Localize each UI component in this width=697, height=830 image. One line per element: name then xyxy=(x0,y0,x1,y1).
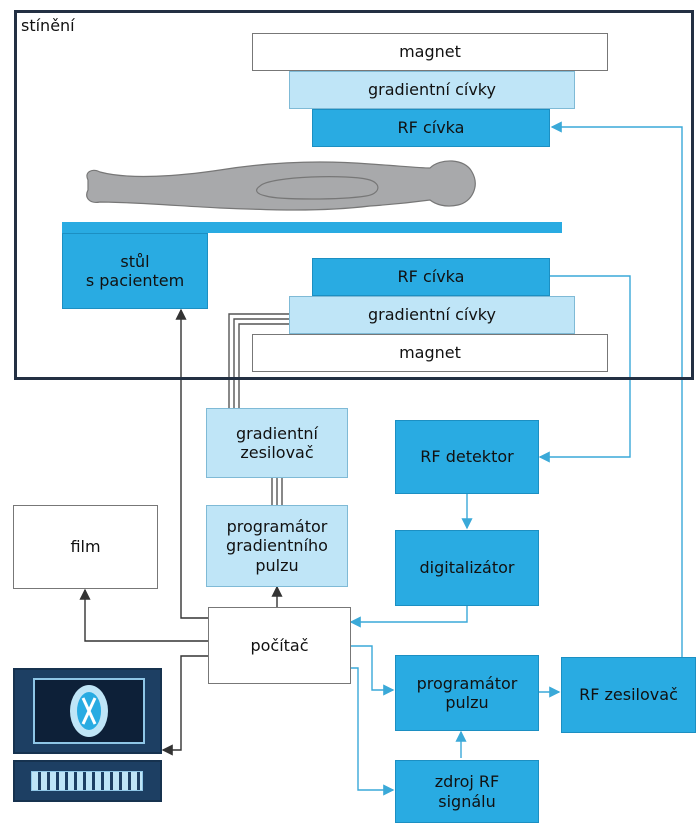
rf-source: zdroj RF signálu xyxy=(395,760,539,823)
bottom-magnet: magnet xyxy=(252,334,608,372)
film: film xyxy=(13,505,158,589)
arrow-computer-to-monitor xyxy=(161,655,208,756)
bottom-rf-coil: RF cívka xyxy=(312,258,550,296)
patient-table: stůl s pacientem xyxy=(62,233,208,309)
bottom-gradient-coils: gradientní cívky xyxy=(289,296,575,334)
arrow-rf-amp-to-rfcoil xyxy=(550,121,683,657)
shielding-label: stínění xyxy=(21,16,75,35)
arrow-computer-to-pulse-programmer xyxy=(351,645,395,696)
arrow-computer-to-table xyxy=(175,308,208,619)
top-gradient-coils: gradientní cívky xyxy=(289,71,575,109)
brain-scan-icon xyxy=(70,685,108,737)
patient-figure xyxy=(86,160,476,211)
digitizer: digitalizátor xyxy=(395,530,539,606)
top-magnet: magnet xyxy=(252,33,608,71)
arrow-rfcoil-to-detector xyxy=(538,275,631,463)
monitor xyxy=(13,668,162,754)
top-rf-coil: RF cívka xyxy=(312,109,550,147)
shielding-frame xyxy=(14,10,694,380)
gradient-pulse-programmer: programátor gradientního pulzu xyxy=(206,505,348,587)
arrow-digitizer-to-computer xyxy=(349,606,468,628)
arrow-computer-to-rf-source xyxy=(351,667,395,796)
gradient-amplifier: gradientní zesilovač xyxy=(206,408,348,478)
arrow-computer-to-film xyxy=(79,588,208,642)
table-surface xyxy=(62,222,562,233)
computer: počítač xyxy=(208,607,351,684)
rf-amplifier: RF zesilovač xyxy=(561,657,696,733)
rf-detector: RF detektor xyxy=(395,420,539,494)
pulse-programmer: programátor pulzu xyxy=(395,655,539,731)
keyboard xyxy=(13,760,162,802)
